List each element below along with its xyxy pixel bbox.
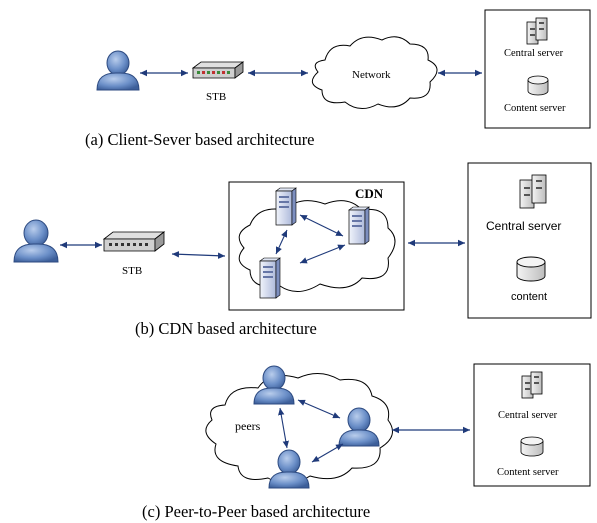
central-server-label-b: Central server xyxy=(486,219,561,233)
link-peer-1-2 xyxy=(297,399,341,419)
panel-b: STB CDN xyxy=(13,162,592,338)
caption-a: (a) Client-Sever based architecture xyxy=(85,130,315,149)
network-label: Network xyxy=(352,69,391,81)
link-cdn-s1-s3 xyxy=(275,229,288,255)
server-tower-icon xyxy=(275,187,297,226)
central-server-label-c: Central server xyxy=(498,410,558,421)
peers-cloud-icon xyxy=(205,373,393,484)
network-cloud-icon xyxy=(311,36,438,109)
user-icon xyxy=(96,50,140,91)
database-icon xyxy=(527,75,549,96)
content-server-label-c: Content server xyxy=(497,467,559,478)
central-server-label-a: Central server xyxy=(504,48,564,59)
user-icon xyxy=(253,365,295,405)
cdn-label: CDN xyxy=(355,186,384,201)
stb-label-b: STB xyxy=(122,265,142,277)
link-cdn-s3-s2 xyxy=(299,244,346,264)
panel-c: peers Central server xyxy=(142,363,591,521)
caption-c: (c) Peer-to-Peer based architecture xyxy=(142,502,370,521)
peers-label: peers xyxy=(235,419,261,433)
link-peer-3-2 xyxy=(311,443,344,463)
server-tower-icon xyxy=(348,206,370,245)
content-server-label-a: Content server xyxy=(504,103,566,114)
database-icon xyxy=(520,436,544,457)
caption-b: (b) CDN based architecture xyxy=(135,319,317,338)
link-stb-cdn xyxy=(171,251,226,259)
user-icon xyxy=(338,407,380,447)
server-tower-icon xyxy=(521,371,543,399)
server-tower-icon xyxy=(259,257,281,299)
set-top-box-icon xyxy=(102,231,166,252)
user-icon xyxy=(13,219,59,263)
content-label-b: content xyxy=(511,291,547,303)
server-tower-icon xyxy=(519,174,547,209)
database-icon xyxy=(516,256,546,282)
panel-a: STB Network Central server Content serve… xyxy=(85,9,591,149)
user-icon xyxy=(268,449,310,489)
link-peer-1-3 xyxy=(278,407,289,449)
stb-label-a: STB xyxy=(206,91,226,103)
server-tower-icon xyxy=(526,17,548,45)
link-cdn-s1-s2 xyxy=(299,214,344,237)
set-top-box-icon xyxy=(191,61,245,79)
